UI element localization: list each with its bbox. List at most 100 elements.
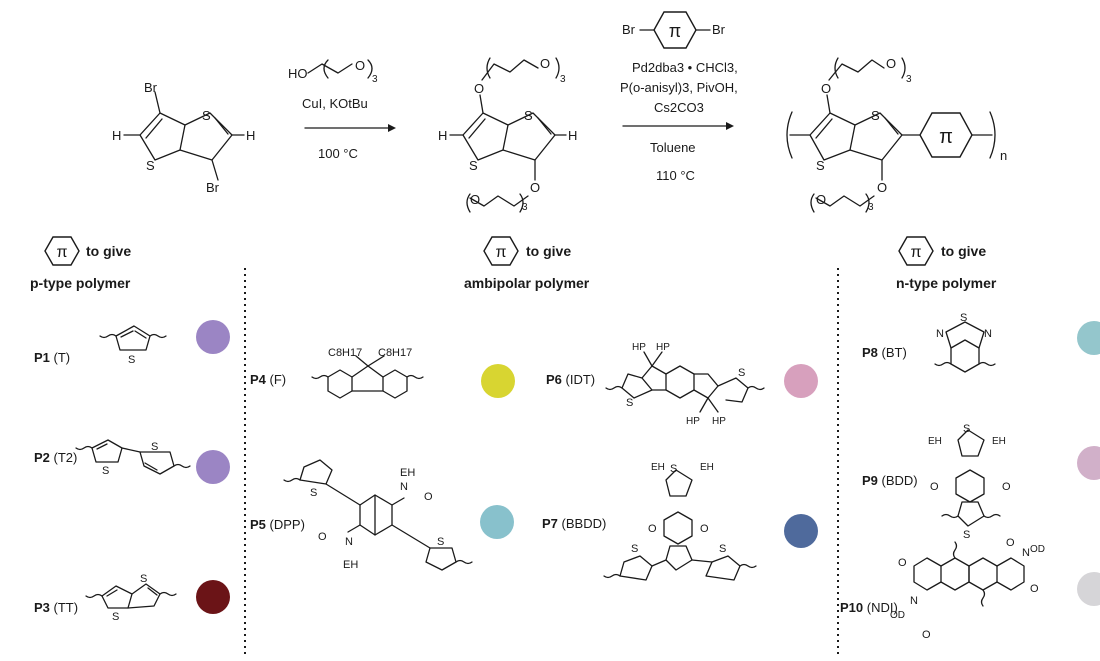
color-swatches <box>196 320 1100 614</box>
step2-line4: Toluene <box>650 140 696 155</box>
p7-s-top: S <box>670 463 677 475</box>
prod-rep-top: 3 <box>906 74 912 85</box>
p5-eh-bottom: EH <box>343 559 358 571</box>
p9-id: P9 <box>862 473 878 488</box>
step1-conditions: HO O 3 CuI, KOtBu 100 °C <box>288 58 396 161</box>
p8-s: S <box>960 312 967 324</box>
p5-n-top: N <box>400 481 408 493</box>
p6-s2: S <box>738 367 745 379</box>
svg-text:P1 (T): P1 (T) <box>34 350 70 365</box>
p3-s2: S <box>140 573 147 585</box>
mid-o-bottom: O <box>530 180 540 195</box>
p8-n-right: N <box>984 328 992 340</box>
step1-reagent-head: HO <box>288 66 308 81</box>
section-n-to-give: to give <box>941 243 986 259</box>
starting-material-structure: Br Br H H S S <box>112 80 255 195</box>
p5-s-left: S <box>310 487 317 499</box>
p4-fluorene-structure: C8H17 C8H17 <box>311 347 424 399</box>
p6-abbr: (IDT) <box>566 372 596 387</box>
sm-s-top: S <box>202 108 211 123</box>
section-n-pi: π <box>910 244 921 261</box>
p1-thiophene-structure: S <box>99 325 167 366</box>
p7-s-left: S <box>631 543 638 555</box>
mid-o-top: O <box>474 81 484 96</box>
p9-o-left: O <box>930 481 939 493</box>
section-header-n-type: π to give n-type polymer <box>896 236 997 291</box>
prod-s-bottom: S <box>816 158 825 173</box>
mid-s-top: S <box>524 108 533 123</box>
p6-id: P6 <box>546 372 562 387</box>
p8-color-dot <box>1077 321 1100 355</box>
p1-s: S <box>128 354 135 366</box>
sm-s-bottom: S <box>146 158 155 173</box>
p10-n-right: N <box>1022 547 1030 559</box>
p5-s-right: S <box>437 536 444 548</box>
p10-n-left: N <box>910 595 918 607</box>
p6-hp2: HP <box>656 342 670 353</box>
p2-s2: S <box>151 441 158 453</box>
p8-n-left: N <box>936 328 944 340</box>
p1-color-dot <box>196 320 230 354</box>
step1-line1: CuI, KOtBu <box>302 96 368 111</box>
p9-abbr: (BDD) <box>882 473 918 488</box>
p9-color-dot <box>1077 446 1100 480</box>
section-a-pi: π <box>495 244 506 261</box>
p6-hp4: HP <box>712 416 726 427</box>
p2-id: P2 <box>34 450 50 465</box>
p3-abbr: (TT) <box>54 600 79 615</box>
p4-c8h17-right: C8H17 <box>378 347 412 359</box>
p3-s1: S <box>112 611 119 623</box>
p2-bithiophene-structure: S S <box>75 439 191 477</box>
p3-id: P3 <box>34 600 50 615</box>
p4-abbr: (F) <box>270 372 287 387</box>
p10-abbr: (NDI) <box>867 600 898 615</box>
p4-id: P4 <box>250 372 267 387</box>
p9-eh-right: EH <box>992 436 1006 447</box>
prod-o-top: O <box>821 81 831 96</box>
p10-od-right: OD <box>1030 544 1045 555</box>
step2-conditions: Br π Br Pd2dba3 • CHCl3, P(o-anisyl)3, P… <box>620 11 738 183</box>
section-p-pi: π <box>56 244 67 261</box>
product-polymer-structure: O O 3 O O 3 S S π n <box>786 56 1007 213</box>
step2-pi-symbol: π <box>669 21 681 41</box>
p10-o4: O <box>922 629 931 641</box>
step1-reagent-rep: 3 <box>372 74 378 85</box>
p10-od-left: OD <box>890 610 905 621</box>
svg-text:P9 (BDD): P9 (BDD) <box>862 473 918 488</box>
prod-rep-bottom: 3 <box>868 202 874 213</box>
p9-s-top: S <box>963 423 970 435</box>
p6-s1: S <box>626 397 633 409</box>
mid-o-top-2: O <box>540 56 550 71</box>
p7-id: P7 <box>542 516 558 531</box>
prod-o-bottom-2: O <box>816 192 826 207</box>
svg-text:P10 (NDI): P10 (NDI) <box>840 600 898 615</box>
p2-color-dot <box>196 450 230 484</box>
p10-o1: O <box>1006 537 1015 549</box>
p4-color-dot <box>481 364 515 398</box>
prod-o-bottom: O <box>877 180 887 195</box>
mid-h-left: H <box>438 128 447 143</box>
mid-rep-bottom: 3 <box>522 202 528 213</box>
step2-br-left: Br <box>622 22 636 37</box>
prod-o-top-2: O <box>886 56 896 71</box>
p10-color-dot <box>1077 572 1100 606</box>
mid-rep-top: 3 <box>560 74 566 85</box>
p4-c8h17-left: C8H17 <box>328 347 362 359</box>
p9-s-bottom: S <box>963 529 970 541</box>
p10-o2: O <box>1030 583 1039 595</box>
p10-o3: O <box>898 557 907 569</box>
sm-br-top: Br <box>144 80 158 95</box>
p5-o-left: O <box>318 531 327 543</box>
step2-br-right: Br <box>712 22 726 37</box>
p5-color-dot <box>480 505 514 539</box>
p6-hp1: HP <box>632 342 646 353</box>
p7-s-right: S <box>719 543 726 555</box>
p7-color-dot <box>784 514 818 548</box>
svg-text:P3 (TT): P3 (TT) <box>34 600 78 615</box>
section-p-label: p-type polymer <box>30 275 131 291</box>
p8-abbr: (BT) <box>882 345 907 360</box>
p7-o-left: O <box>648 523 657 535</box>
p5-o-right: O <box>424 491 433 503</box>
step1-reagent-o: O <box>355 58 365 73</box>
